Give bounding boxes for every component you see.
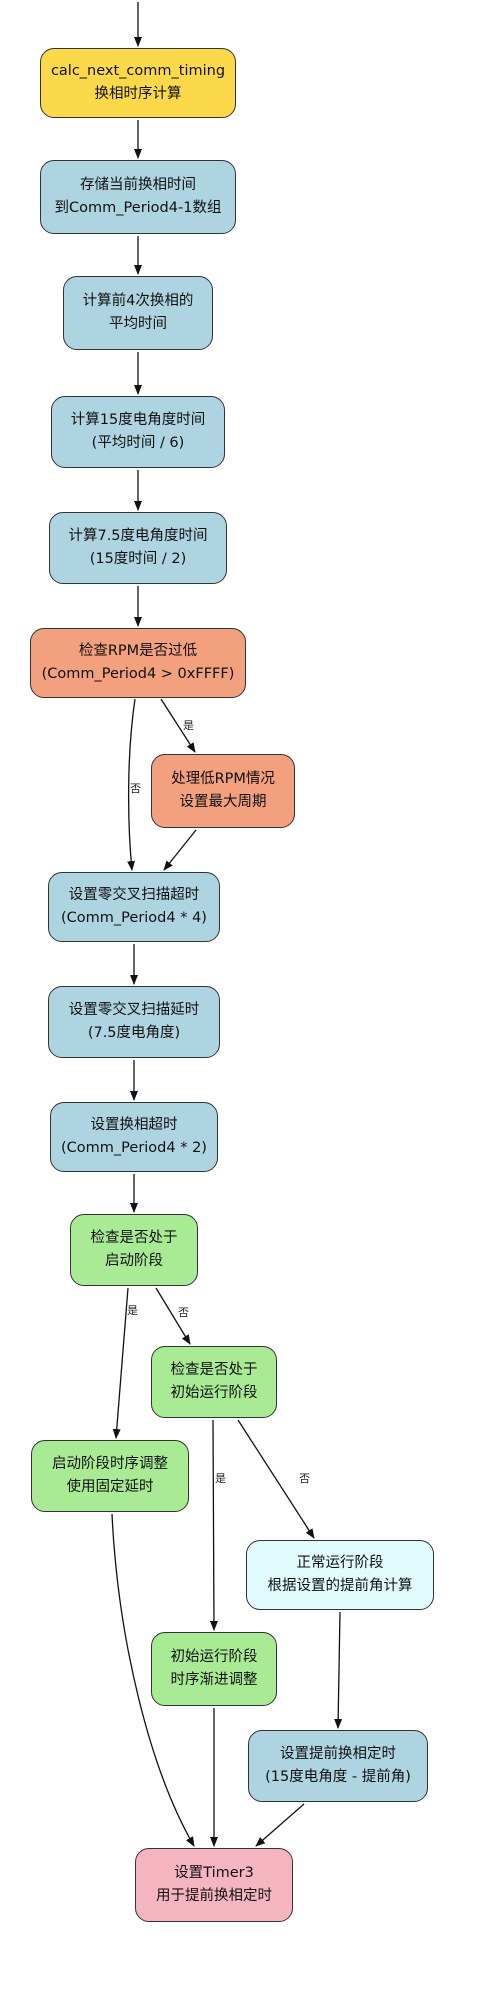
node-line-2: (Comm_Period4 > 0xFFFF) xyxy=(41,666,235,682)
node-startup-phase-check: 检查是否处于 启动阶段 xyxy=(70,1214,198,1286)
edge-label-rpm-no: 否 xyxy=(130,782,141,795)
node-line-2: 设置最大周期 xyxy=(179,794,267,810)
node-advance-commutation-timing: 设置提前换相定时 (15度电角度 - 提前角) xyxy=(248,1730,428,1802)
node-rpm-check: 检查RPM是否过低 (Comm_Period4 > 0xFFFF) xyxy=(30,628,246,698)
node-line-1: 计算前4次换相的 xyxy=(82,293,194,309)
node-line-2: 到Comm_Period4-1数组 xyxy=(54,200,222,216)
node-line-1: 启动阶段时序调整 xyxy=(52,1456,168,1472)
edge-startup-initcheck xyxy=(155,1287,191,1345)
node-line-1: 处理低RPM情况 xyxy=(171,771,275,787)
node-line-2: 平均时间 xyxy=(109,316,167,332)
node-store-current-time: 存储当前换相时间 到Comm_Period4-1数组 xyxy=(40,160,236,234)
node-line-2: 根据设置的提前角计算 xyxy=(267,1578,413,1594)
node-normal-run-phase: 正常运行阶段 根据设置的提前角计算 xyxy=(246,1540,434,1610)
node-15-degree-time: 计算15度电角度时间 (平均时间 / 6) xyxy=(51,396,225,468)
node-zero-cross-scan-timeout: 设置零交叉扫描超时 (Comm_Period4 * 4) xyxy=(48,872,220,942)
node-initial-run-timing-adjust: 初始运行阶段 时序渐进调整 xyxy=(151,1632,277,1706)
edge-label-startup-yes: 是 xyxy=(127,1304,138,1317)
edge-startup-startupadjust xyxy=(112,1287,129,1439)
node-line-2: (Comm_Period4 * 2) xyxy=(61,1140,207,1156)
edge-label-rpm-yes: 是 xyxy=(183,719,194,732)
node-line-2: (15度时间 / 2) xyxy=(89,551,187,567)
edge-advance-timer3 xyxy=(255,1803,305,1847)
node-commutation-timeout: 设置换相超时 (Comm_Period4 * 2) xyxy=(50,1102,218,1172)
node-line-2: 使用固定延时 xyxy=(66,1479,154,1495)
edge-startupadjust-timer3 xyxy=(111,1513,195,1847)
node-line-1: 设置Timer3 xyxy=(174,1865,254,1881)
node-line-1: 存储当前换相时间 xyxy=(80,177,196,193)
node-line-2: 初始运行阶段 xyxy=(170,1385,258,1401)
node-line-1: 设置提前换相定时 xyxy=(280,1746,396,1762)
node-calc-next-comm-timing: calc_next_comm_timing 换相时序计算 xyxy=(40,48,236,118)
edge-initcheck-normal xyxy=(237,1419,315,1539)
edge-initcheck-initadjust xyxy=(209,1419,218,1631)
node-set-timer3: 设置Timer3 用于提前换相定时 xyxy=(135,1848,293,1922)
node-line-1: 检查是否处于 xyxy=(170,1362,258,1378)
edge-label-startup-no: 否 xyxy=(178,1306,189,1319)
node-line-1: 设置零交叉扫描延时 xyxy=(68,1002,200,1018)
node-startup-timing-adjust: 启动阶段时序调整 使用固定延时 xyxy=(31,1440,189,1512)
node-initial-run-phase-check: 检查是否处于 初始运行阶段 xyxy=(151,1346,277,1418)
node-line-1: 计算7.5度电角度时间 xyxy=(68,528,208,544)
node-7-5-degree-time: 计算7.5度电角度时间 (15度时间 / 2) xyxy=(49,512,227,584)
node-line-1: 计算15度电角度时间 xyxy=(70,412,206,428)
node-low-rpm-handling: 处理低RPM情况 设置最大周期 xyxy=(151,754,295,828)
node-line-1: 设置换相超时 xyxy=(90,1117,178,1133)
node-line-2: (Comm_Period4 * 4) xyxy=(61,910,207,926)
edge-lowrpm-zctimeout xyxy=(163,829,197,871)
edge-rpm-lowrpm xyxy=(160,698,196,753)
node-line-1: 初始运行阶段 xyxy=(170,1649,258,1665)
node-line-1: 检查RPM是否过低 xyxy=(78,643,198,659)
node-line-2: (平均时间 / 6) xyxy=(91,435,185,451)
node-average-time: 计算前4次换相的 平均时间 xyxy=(63,276,213,350)
node-line-1: calc_next_comm_timing xyxy=(50,63,226,79)
node-line-2: 启动阶段 xyxy=(105,1253,163,1269)
node-line-1: 检查是否处于 xyxy=(90,1230,178,1246)
node-line-1: 正常运行阶段 xyxy=(296,1555,384,1571)
edge-label-init-yes: 是 xyxy=(215,1472,226,1485)
edge-normal-advance xyxy=(334,1611,343,1729)
node-line-2: 时序渐进调整 xyxy=(170,1672,258,1688)
edge-label-init-no: 否 xyxy=(299,1472,310,1485)
node-line-2: (7.5度电角度) xyxy=(87,1025,181,1041)
node-zero-cross-scan-delay: 设置零交叉扫描延时 (7.5度电角度) xyxy=(48,986,220,1058)
node-line-2: (15度电角度 - 提前角) xyxy=(265,1769,411,1785)
node-line-2: 换相时序计算 xyxy=(94,86,182,102)
node-line-1: 设置零交叉扫描超时 xyxy=(68,887,200,903)
edge-rpm-zctimeout xyxy=(127,698,136,871)
node-line-2: 用于提前换相定时 xyxy=(156,1888,272,1904)
